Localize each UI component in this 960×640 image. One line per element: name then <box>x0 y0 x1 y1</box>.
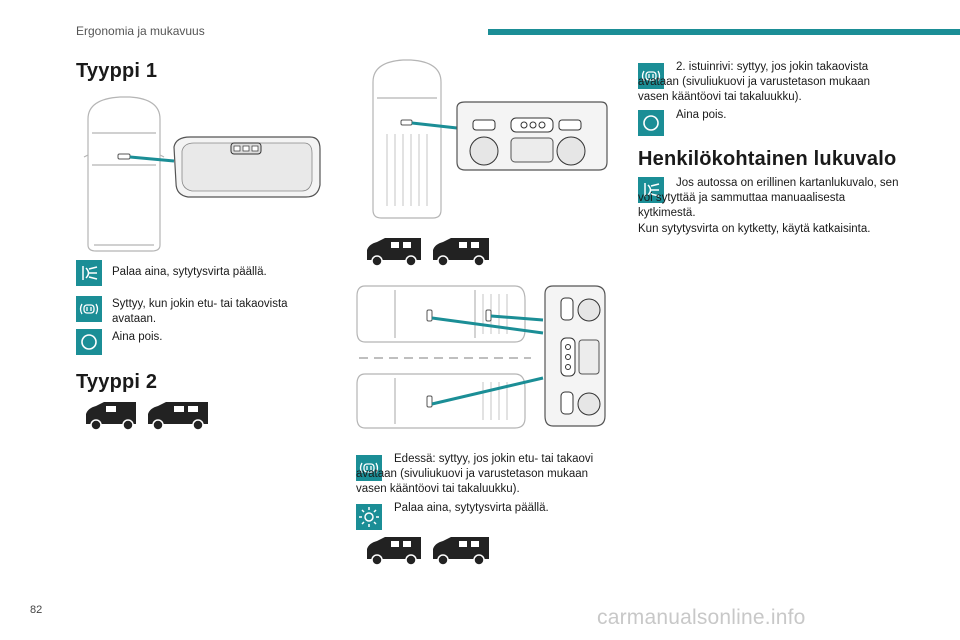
type2-van-silhouettes-2 <box>367 238 489 267</box>
reading-light-text2: Kun sytytysvirta on kytketty, käytä katk… <box>638 223 871 235</box>
type1-van-console-illustration <box>83 96 321 252</box>
sun-light-icon <box>356 504 382 530</box>
type2-van-silhouettes <box>86 402 208 431</box>
section-header: Ergonomia ja mukavuus <box>76 24 205 38</box>
type2-front-always-text: Palaa aina, sytytysvirta päällä. <box>394 502 549 514</box>
type2-row2-text: 2. istuinrivi: syttyy, jos jokin takaovi… <box>638 61 871 103</box>
dome-light-on-icon <box>76 260 102 286</box>
reading-light-icon <box>638 177 664 203</box>
reading-light-title: Henkilökohtainen lukuvalo <box>638 148 897 170</box>
type2-title: Tyyppi 2 <box>76 371 158 393</box>
door-open-light-icon-row2 <box>638 63 664 89</box>
door-open-light-icon-front <box>356 455 382 481</box>
type1-item2-text: Syttyy, kun jokin etu- tai takaovista av… <box>112 298 288 325</box>
type2-row2-off-text: Aina pois. <box>676 109 727 121</box>
header-accent-bar <box>488 29 960 35</box>
watermark: carmanualsonline.info <box>597 606 806 629</box>
light-off-circle-icon <box>76 329 102 355</box>
light-off-circle-icon-row2 <box>638 110 664 136</box>
type2-row-lights-illustration <box>356 285 606 429</box>
door-open-light-icon <box>76 296 102 322</box>
type1-item1-text: Palaa aina, sytytysvirta päällä. <box>112 266 267 278</box>
type2-overhead-console-illustration <box>372 59 608 219</box>
reading-light-text1: Jos autossa on erillinen kartanlukuvalo,… <box>638 177 899 219</box>
type2-van-silhouettes-3 <box>367 537 489 566</box>
page-number: 82 <box>30 604 43 616</box>
type2-front-text: Edessä: syttyy, jos jokin etu- tai takao… <box>356 453 594 495</box>
type1-item3-text: Aina pois. <box>112 331 163 343</box>
type1-title: Tyyppi 1 <box>76 60 158 82</box>
